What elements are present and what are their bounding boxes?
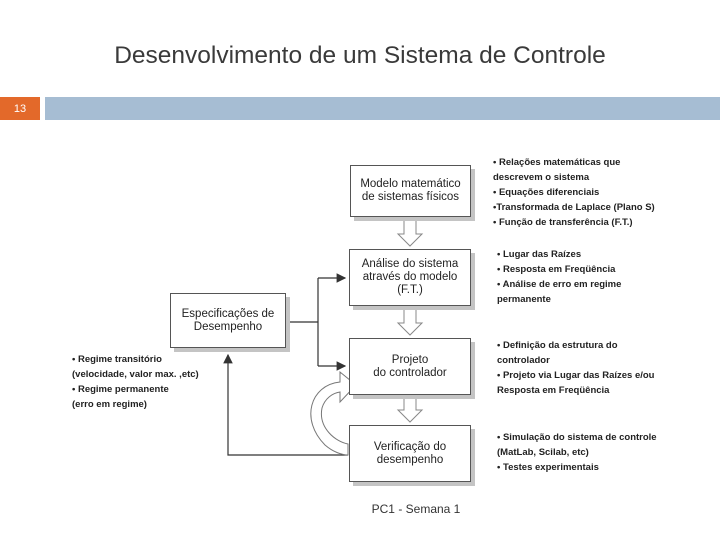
down-arrow-1 (396, 218, 424, 247)
note-line: • Simulação do sistema de controle (497, 432, 657, 443)
feedback-line (223, 353, 348, 456)
note-line: • Regime permanente (72, 384, 169, 395)
note-line: • Projeto via Lugar das Raízes e/ou (497, 370, 655, 381)
note-line: (erro em regime) (72, 399, 147, 410)
box-verificacao-desempenho: Verificação do desempenho (349, 425, 471, 482)
note-line: (MatLab, Scilab, etc) (497, 447, 589, 458)
note-line: • Regime transitório (72, 354, 162, 365)
slide-title: Desenvolvimento de um Sistema de Control… (114, 42, 606, 69)
down-arrow-2 (396, 307, 424, 336)
note-line: •Transformada de Laplace (Plano S) (493, 202, 655, 213)
spec-connector (286, 273, 347, 371)
note-line: • Resposta em Freqüência (497, 264, 616, 275)
notes-analise: • Lugar das Raízes • Resposta em Freqüên… (497, 247, 621, 307)
note-line: controlador (497, 355, 550, 366)
box-analise-sistema: Análise do sistema através do modelo (F.… (349, 249, 471, 306)
note-line: • Relações matemáticas que (493, 157, 621, 168)
note-line: • Análise de erro em regime (497, 279, 622, 290)
box-projeto-controlador: Projeto do controlador (349, 338, 471, 395)
slide-number: 13 (0, 97, 40, 120)
note-line: Resposta em Freqüência (497, 385, 610, 396)
notes-verificacao: • Simulação do sistema de controle (MatL… (497, 430, 657, 475)
note-line: • Definição da estrutura do (497, 340, 618, 351)
note-line: (velocidade, valor max. ,etc) (72, 369, 199, 380)
note-line: • Equações diferenciais (493, 187, 600, 198)
note-line: • Testes experimentais (497, 462, 599, 473)
note-line: • Função de transferência (F.T.) (493, 217, 633, 228)
notes-projeto: • Definição da estrutura do controlador … (497, 338, 654, 398)
note-line: descrevem o sistema (493, 172, 590, 183)
header-bar (45, 97, 720, 120)
note-line: • Lugar das Raízes (497, 249, 582, 260)
notes-especificacoes: • Regime transitório (velocidade, valor … (72, 352, 199, 412)
slide-footer: PC1 - Semana 1 (371, 502, 461, 516)
notes-modelo: • Relações matemáticas que descrevem o s… (493, 155, 655, 230)
loop-arrow-icon (310, 370, 357, 456)
note-line: permanente (497, 294, 551, 305)
down-arrow-3 (396, 393, 424, 423)
box-modelo-matematico: Modelo matemático de sistemas físicos (350, 165, 471, 217)
box-especificacoes: Especificações de Desempenho (170, 293, 286, 348)
